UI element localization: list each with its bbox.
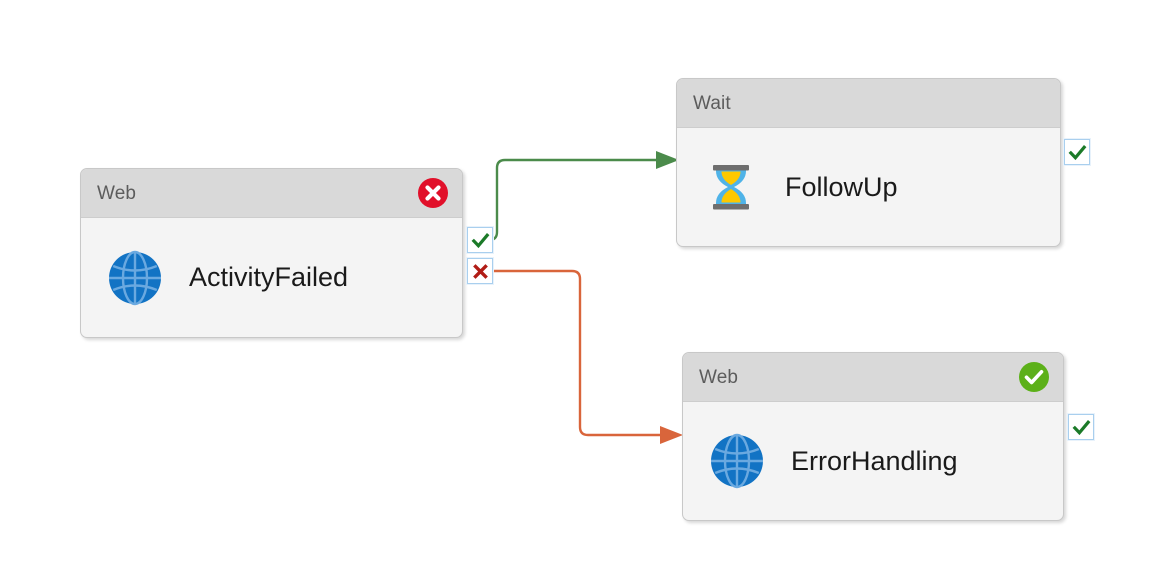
cross-icon <box>472 263 488 279</box>
check-icon <box>1068 144 1086 160</box>
node-type-label: Web <box>699 366 739 388</box>
port-badge-success-error-handling[interactable] <box>1068 414 1094 440</box>
node-body-follow-up: FollowUp <box>677 128 1060 246</box>
globe-icon <box>709 433 765 489</box>
connector-success-path <box>487 158 661 242</box>
port-badge-success-activity-failed[interactable] <box>467 227 493 253</box>
error-circle-icon[interactable] <box>417 177 449 209</box>
node-type-label: Wait <box>693 92 731 114</box>
check-icon <box>1072 419 1090 435</box>
success-circle-icon[interactable] <box>1018 361 1050 393</box>
node-body-error-handling: ErrorHandling <box>683 402 1063 520</box>
node-name-label: ErrorHandling <box>791 445 958 476</box>
hourglass-icon <box>703 159 759 215</box>
port-badge-success-follow-up[interactable] <box>1064 139 1090 165</box>
node-header-error-handling: Web <box>683 353 1063 402</box>
node-name-label: ActivityFailed <box>189 262 349 292</box>
connector-error-arrowhead <box>660 426 683 444</box>
node-type-label: Web <box>97 182 137 204</box>
globe-icon <box>107 250 163 306</box>
node-name-label: FollowUp <box>785 171 898 202</box>
connector-error-to-errorhandling[interactable] <box>491 269 683 444</box>
node-header-activity-failed: Web <box>81 169 462 218</box>
node-body-activity-failed: ActivityFailed <box>81 218 462 337</box>
node-activity-failed[interactable]: Web <box>80 168 463 338</box>
connector-success-to-followup[interactable] <box>487 151 679 242</box>
port-badge-error-activity-failed[interactable] <box>467 258 493 284</box>
node-error-handling[interactable]: Web <box>682 352 1064 521</box>
node-header-follow-up: Wait <box>677 79 1060 128</box>
check-icon <box>471 232 489 248</box>
connector-error-path <box>491 269 665 437</box>
node-follow-up[interactable]: Wait FollowUp <box>676 78 1061 247</box>
